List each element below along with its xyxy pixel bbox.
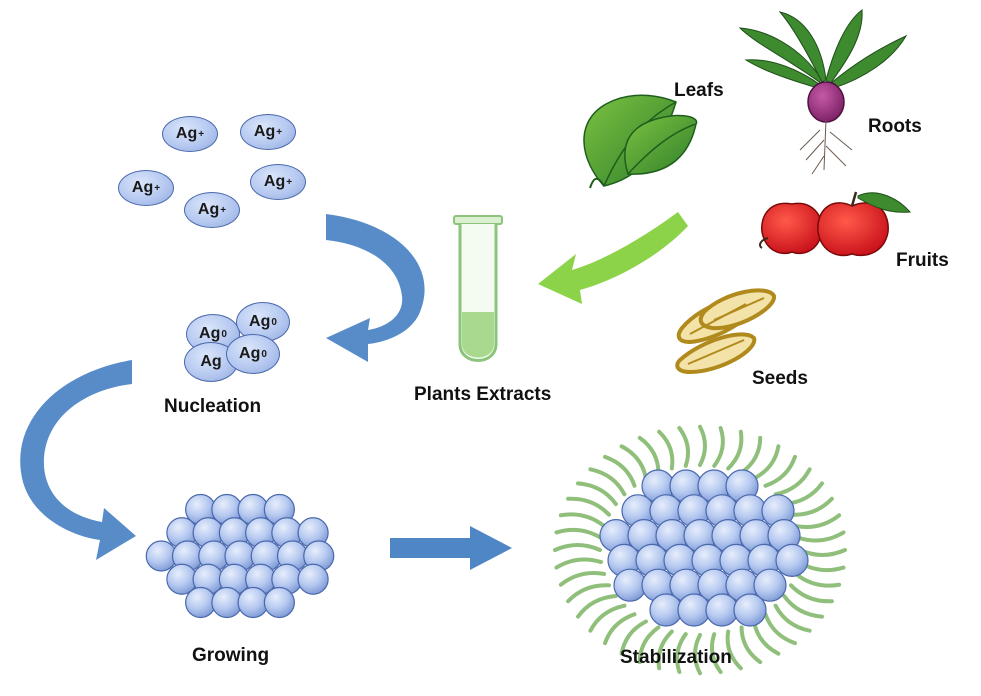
ligand-strand xyxy=(725,629,743,671)
nanoparticle xyxy=(775,543,809,578)
ion-symbol: Ag xyxy=(253,123,276,140)
ligand-strand xyxy=(677,426,691,468)
label-plants-extracts: Plants Extracts xyxy=(414,384,552,405)
ligand-strand xyxy=(657,429,675,471)
nanoparticle xyxy=(211,586,243,619)
ligand-strand xyxy=(619,444,648,481)
ion-charge: 0 xyxy=(221,328,227,340)
label-nucleation: Nucleation xyxy=(164,396,262,417)
arrow-to-extracts xyxy=(538,212,688,304)
ligand-strand xyxy=(656,629,674,671)
ligand-strand xyxy=(603,612,637,646)
ligand-strand xyxy=(788,496,834,517)
seed-icon xyxy=(675,288,776,375)
ligand-strand xyxy=(637,435,661,475)
nanoparticle xyxy=(185,586,217,619)
ligand-strand xyxy=(796,530,846,543)
ion-charge: + xyxy=(220,204,227,216)
arrow-to-nucleation xyxy=(326,214,425,362)
stabilized-cluster xyxy=(599,469,809,627)
nanoparticle xyxy=(705,593,739,627)
ligand-strand xyxy=(553,543,602,552)
ligand-strand xyxy=(788,583,834,604)
test-tube-icon xyxy=(453,215,503,362)
ion-symbol: Ag xyxy=(131,179,154,196)
ag-ion: Ag+ xyxy=(184,192,240,228)
label-roots: Roots xyxy=(868,116,922,137)
nanoparticle xyxy=(677,593,711,627)
ligand-strand xyxy=(712,426,725,468)
ion-charge: 0 xyxy=(261,348,267,360)
nanoparticle xyxy=(237,586,269,619)
leaf-icon xyxy=(583,94,698,189)
ion-symbol: Ag xyxy=(200,353,222,370)
arrow-to-growing xyxy=(20,360,136,560)
ligand-strand xyxy=(763,454,797,488)
nanoparticle xyxy=(145,540,177,572)
ligand-strand xyxy=(773,467,812,497)
ligand-strand xyxy=(619,619,648,656)
nanoparticle xyxy=(733,593,767,627)
ligand-strand xyxy=(566,583,612,604)
ligand-strand xyxy=(752,444,781,481)
ion-symbol: Ag xyxy=(263,173,286,190)
ligand-strand xyxy=(726,429,744,471)
ligand-strand xyxy=(576,481,618,507)
label-leafs: Leafs xyxy=(674,80,724,101)
ion-charge: + xyxy=(198,128,205,140)
ion-symbol: Ag xyxy=(239,345,261,362)
ligand-strand xyxy=(603,454,637,488)
ligand-strand xyxy=(637,625,661,665)
ligand-strand xyxy=(588,603,627,633)
ligand-strand xyxy=(554,527,604,540)
ligand-strand xyxy=(763,612,797,646)
ligand-strand xyxy=(709,632,723,674)
fruit-icon xyxy=(759,191,912,257)
ligand-strand xyxy=(675,632,688,674)
ag-ion: Ag+ xyxy=(118,170,174,206)
ag-ion: Ag+ xyxy=(240,114,296,150)
label-stabilization: Stabilization xyxy=(620,647,732,668)
ion-charge: + xyxy=(276,126,283,138)
label-growing: Growing xyxy=(192,645,270,666)
ligand-strand xyxy=(576,593,618,619)
nanoparticle xyxy=(649,593,683,627)
ion-symbol: Ag xyxy=(175,125,198,142)
nanoparticle xyxy=(613,568,647,602)
root-icon xyxy=(738,9,908,175)
growing-cluster xyxy=(145,493,335,619)
ligand-strand xyxy=(752,619,781,656)
nanoparticle xyxy=(753,568,787,602)
ligand-strand xyxy=(773,603,812,633)
arrow-to-stabilization xyxy=(390,526,512,570)
label-fruits: Fruits xyxy=(896,250,949,271)
ligand-strand xyxy=(739,435,763,475)
ligand-strand xyxy=(793,513,842,529)
ligand-strand xyxy=(588,467,627,497)
ag-ion: Ag+ xyxy=(162,116,218,152)
ion-symbol: Ag xyxy=(249,313,271,330)
ligand-strand xyxy=(793,571,842,588)
ion-charge: 0 xyxy=(271,316,277,328)
ion-symbol: Ag xyxy=(197,201,220,218)
ligand-strand xyxy=(554,557,604,570)
ligand-strand xyxy=(558,512,607,529)
ligand-strand xyxy=(558,571,607,587)
ion-charge: + xyxy=(154,182,161,194)
ligand-strand xyxy=(739,625,763,665)
ligand-strand xyxy=(698,424,707,467)
label-seeds: Seeds xyxy=(752,368,808,389)
ligand-strand xyxy=(782,593,824,619)
nanoparticle xyxy=(263,586,295,619)
nanoparticle xyxy=(297,563,329,595)
ligand-strand xyxy=(693,633,702,676)
ion-symbol: Ag xyxy=(199,325,221,342)
ag-ion: Ag+ xyxy=(250,164,306,200)
ligand-strand xyxy=(566,496,612,517)
ion-charge: + xyxy=(286,176,293,188)
